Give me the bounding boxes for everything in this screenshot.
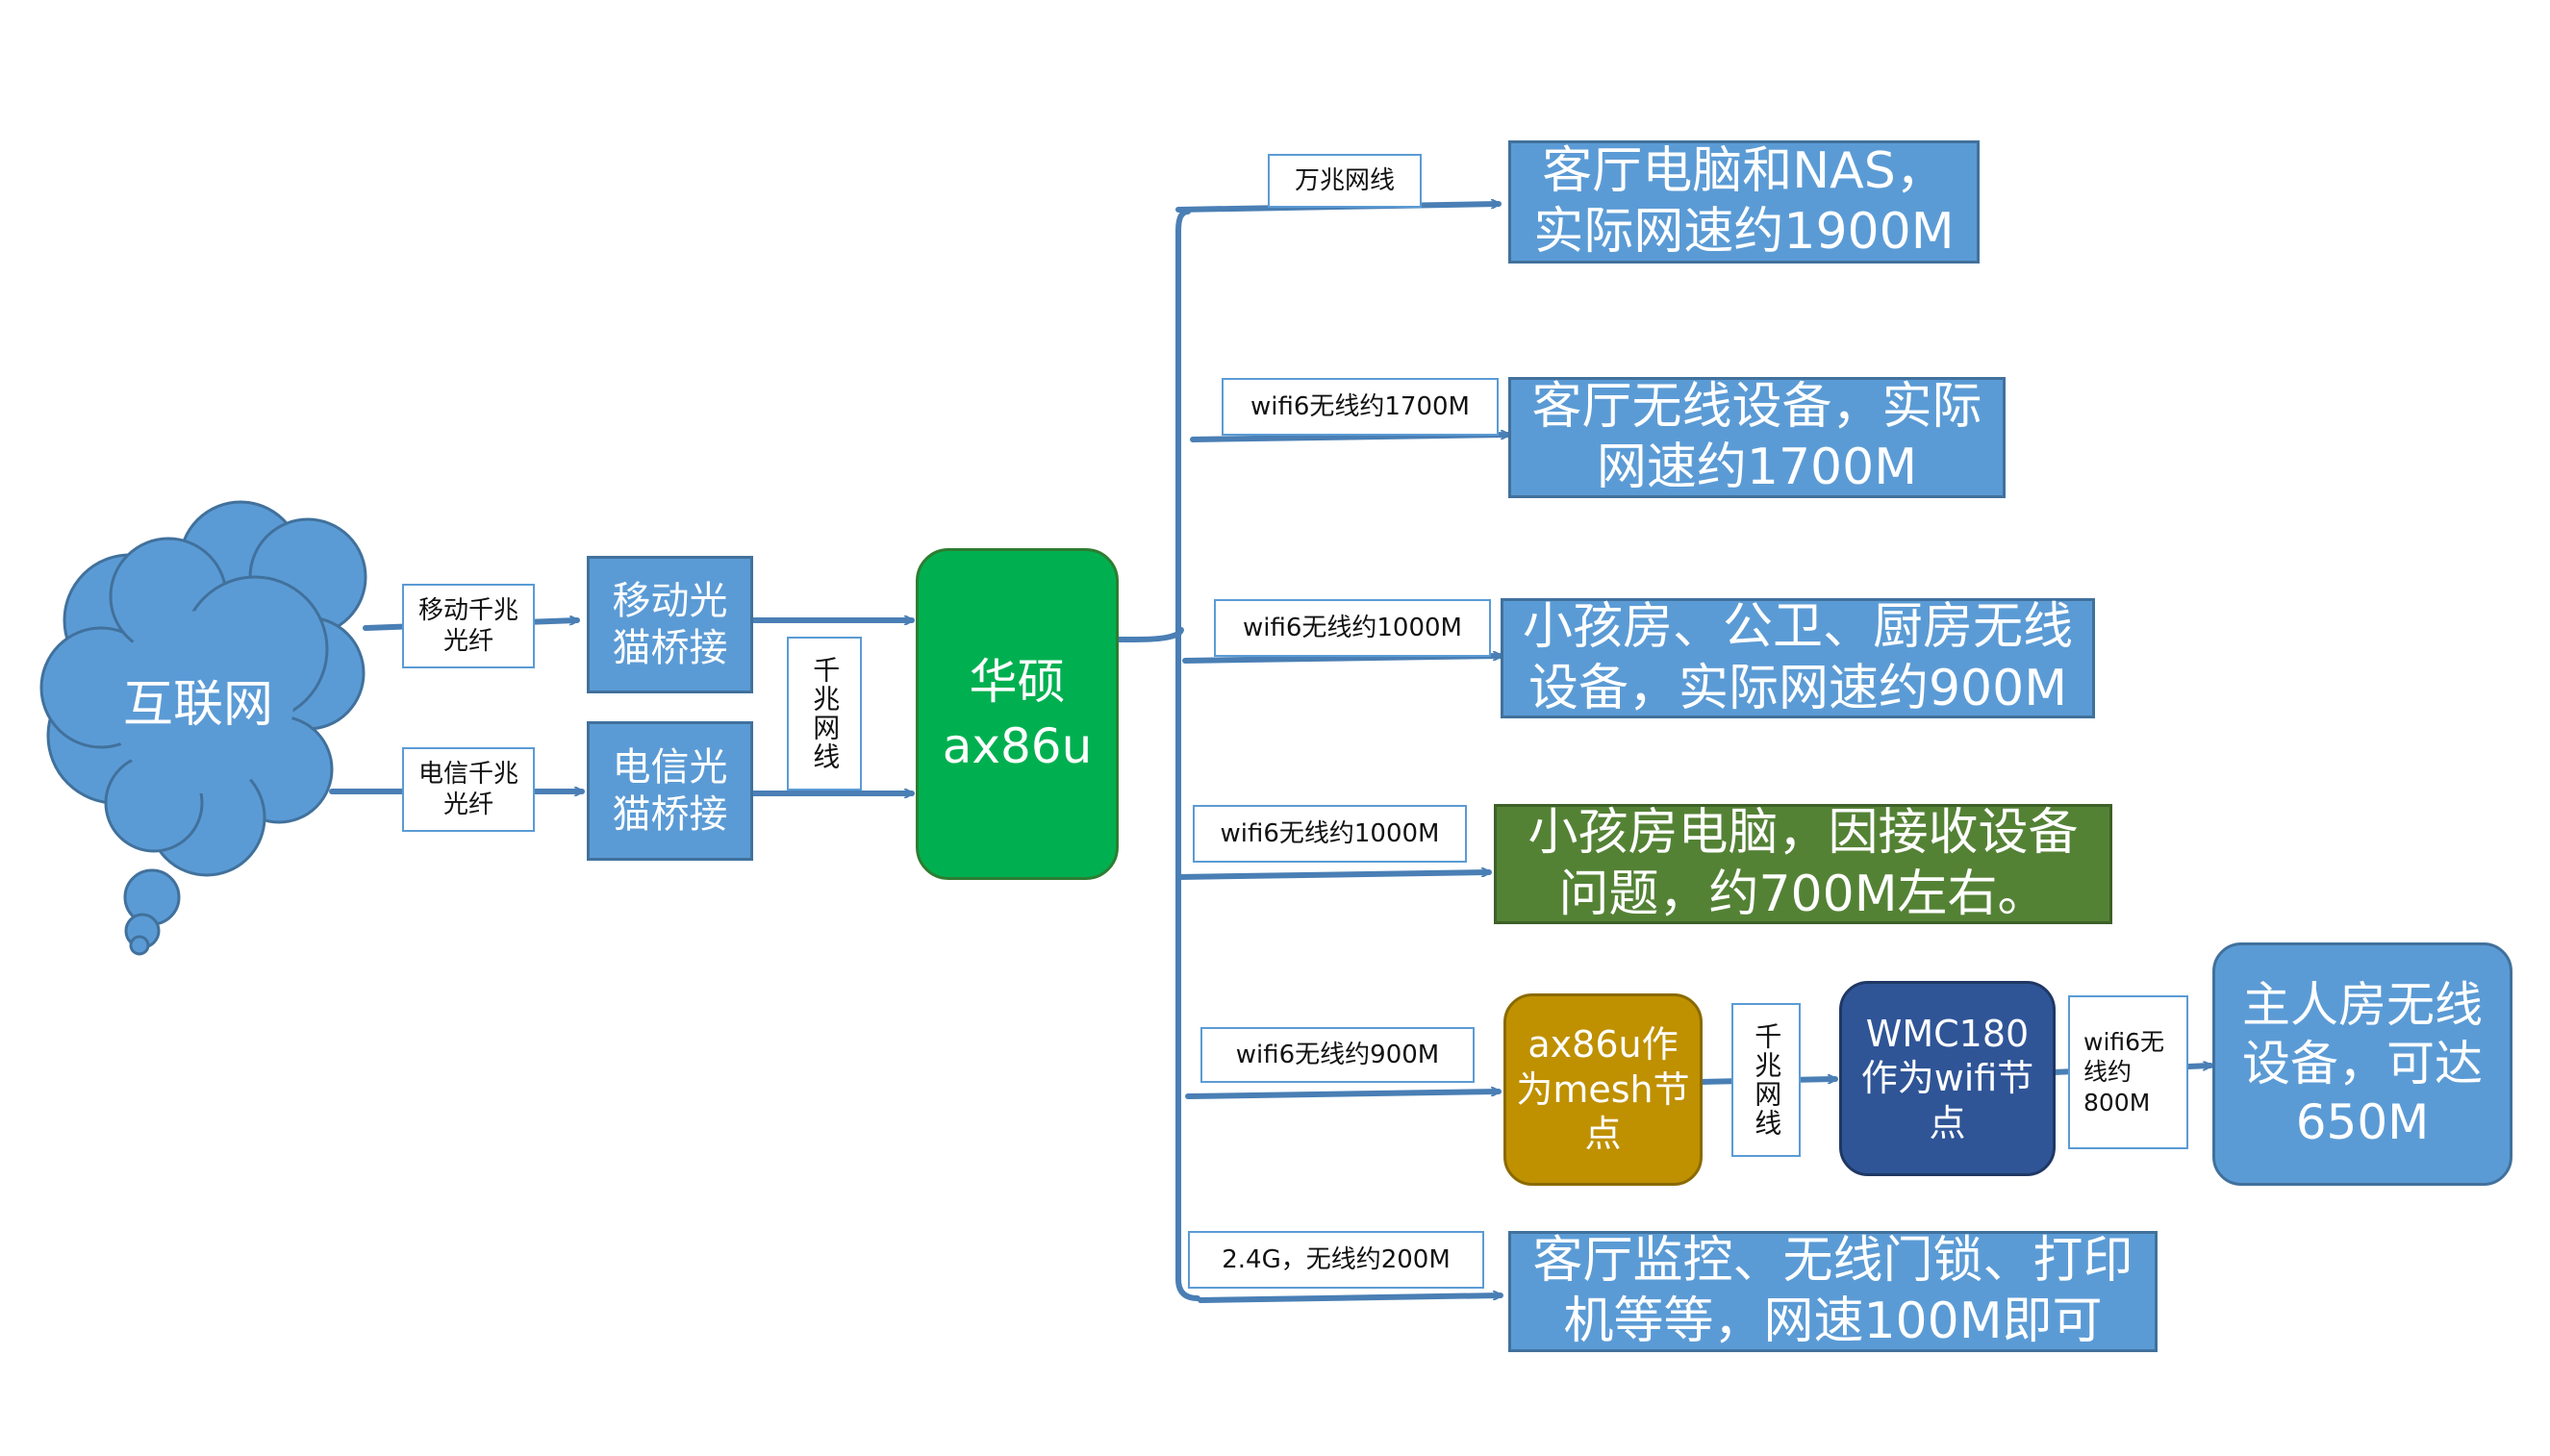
modem-telecom: 电信光猫桥接 [587,721,753,861]
isp-tag-mobile: 移动千兆光纤 [402,584,535,668]
wmc180-node: WMC180作为wifi节点 [1839,981,2056,1176]
branch-tag-1: 万兆网线 [1268,154,1422,208]
router-ax86u: 华硕 ax86u [916,548,1119,880]
internet-cloud-icon [39,500,367,956]
branch-tag-6: 2.4G，无线约200M [1188,1231,1484,1289]
mesh-link-tag: 千兆网线 [1731,1003,1801,1157]
isp-tag-telecom: 电信千兆光纤 [402,747,535,832]
dest-living-pc-nas: 客厅电脑和NAS，实际网速约1900M [1508,140,1980,264]
dest-kids-room-wireless: 小孩房、公卫、厨房无线设备，实际网速约900M [1501,598,2095,718]
arrow-branch-4 [1175,872,1492,880]
arrow-branch-5 [1185,1092,1502,1099]
modem-link-tag: 千兆网线 [787,637,862,791]
dest-living-wireless: 客厅无线设备，实际网速约1700M [1508,377,2006,498]
router-model: ax86u [942,717,1093,774]
router-name: 华硕 [969,653,1066,710]
modem-mobile: 移动光猫桥接 [587,556,753,693]
branch-tag-4: wifi6无线约1000M [1193,805,1467,863]
trunk-line [1175,209,1200,1301]
master-bedroom-devices: 主人房无线设备，可达650M [2212,942,2512,1186]
branch-tag-2: wifi6无线约1700M [1222,378,1499,436]
internet-label: 互联网 [123,676,274,734]
wmc-link-tag: wifi6无线约800M [2068,995,2188,1149]
branch-tag-3: wifi6无线约1000M [1214,599,1491,657]
dest-kids-pc: 小孩房电脑，因接收设备问题，约700M左右。 [1494,804,2112,924]
mesh-node-ax86u: ax86u作为mesh节点 [1503,993,1703,1186]
dest-iot-devices: 客厅监控、无线门锁、打印机等等，网速100M即可 [1508,1231,2158,1352]
arrow-branch-6 [1198,1295,1503,1303]
branch-tag-5: wifi6无线约900M [1200,1027,1475,1083]
router-output-line [1115,627,1184,642]
